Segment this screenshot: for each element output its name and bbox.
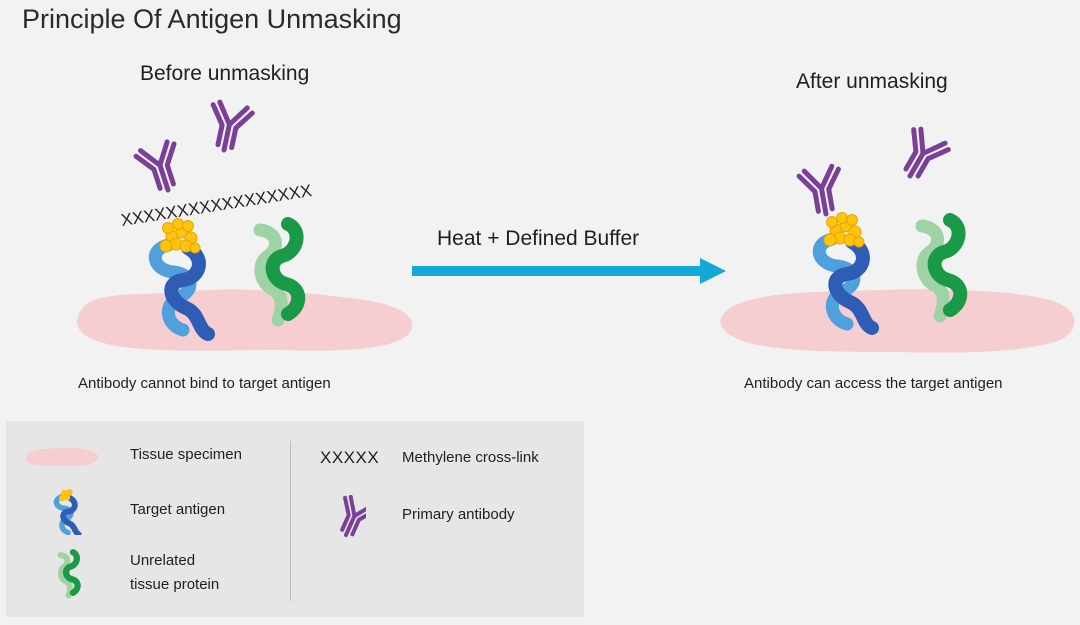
crosslink-legend-icon: XXXXX — [320, 448, 380, 467]
legend-crosslink-label: Methylene cross-link — [402, 449, 539, 466]
legend-divider — [290, 441, 291, 601]
legend: Tissue specimen Target antigen Unrelated… — [6, 421, 584, 617]
primary-antibody-after-1 — [798, 165, 845, 217]
after-caption: Antibody can access the target antigen — [744, 375, 1003, 392]
primary-antibody-before-2 — [204, 101, 253, 154]
tissue-specimen-after — [720, 289, 1075, 353]
primary-antibody-legend-icon — [340, 495, 366, 538]
legend-unrelated-label-2: tissue protein — [130, 576, 220, 593]
tissue-specimen-before — [77, 289, 413, 351]
legend-unrelated-label-1: Unrelated — [130, 552, 196, 569]
after-heading: After unmasking — [796, 70, 948, 93]
target-antigen-legend-icon — [53, 488, 82, 535]
unrelated-protein-legend-icon — [57, 549, 81, 599]
legend-target-label: Target antigen — [130, 501, 226, 518]
process-label: Heat + Defined Buffer — [437, 227, 640, 250]
tissue-specimen-legend-icon — [25, 447, 98, 467]
primary-antibody-before-1 — [135, 140, 187, 196]
legend-tissue-label: Tissue specimen — [130, 446, 242, 463]
before-caption: Antibody cannot bind to target antigen — [78, 375, 331, 392]
before-heading: Before unmasking — [140, 62, 310, 85]
legend-antibody-label: Primary antibody — [402, 506, 515, 523]
primary-antibody-after-2 — [893, 126, 951, 186]
process-arrow — [412, 258, 726, 284]
diagram-scene: XXXXXXXXXXXXXXXXX — [77, 0, 1075, 353]
page-title: Principle Of Antigen Unmasking — [22, 4, 402, 34]
